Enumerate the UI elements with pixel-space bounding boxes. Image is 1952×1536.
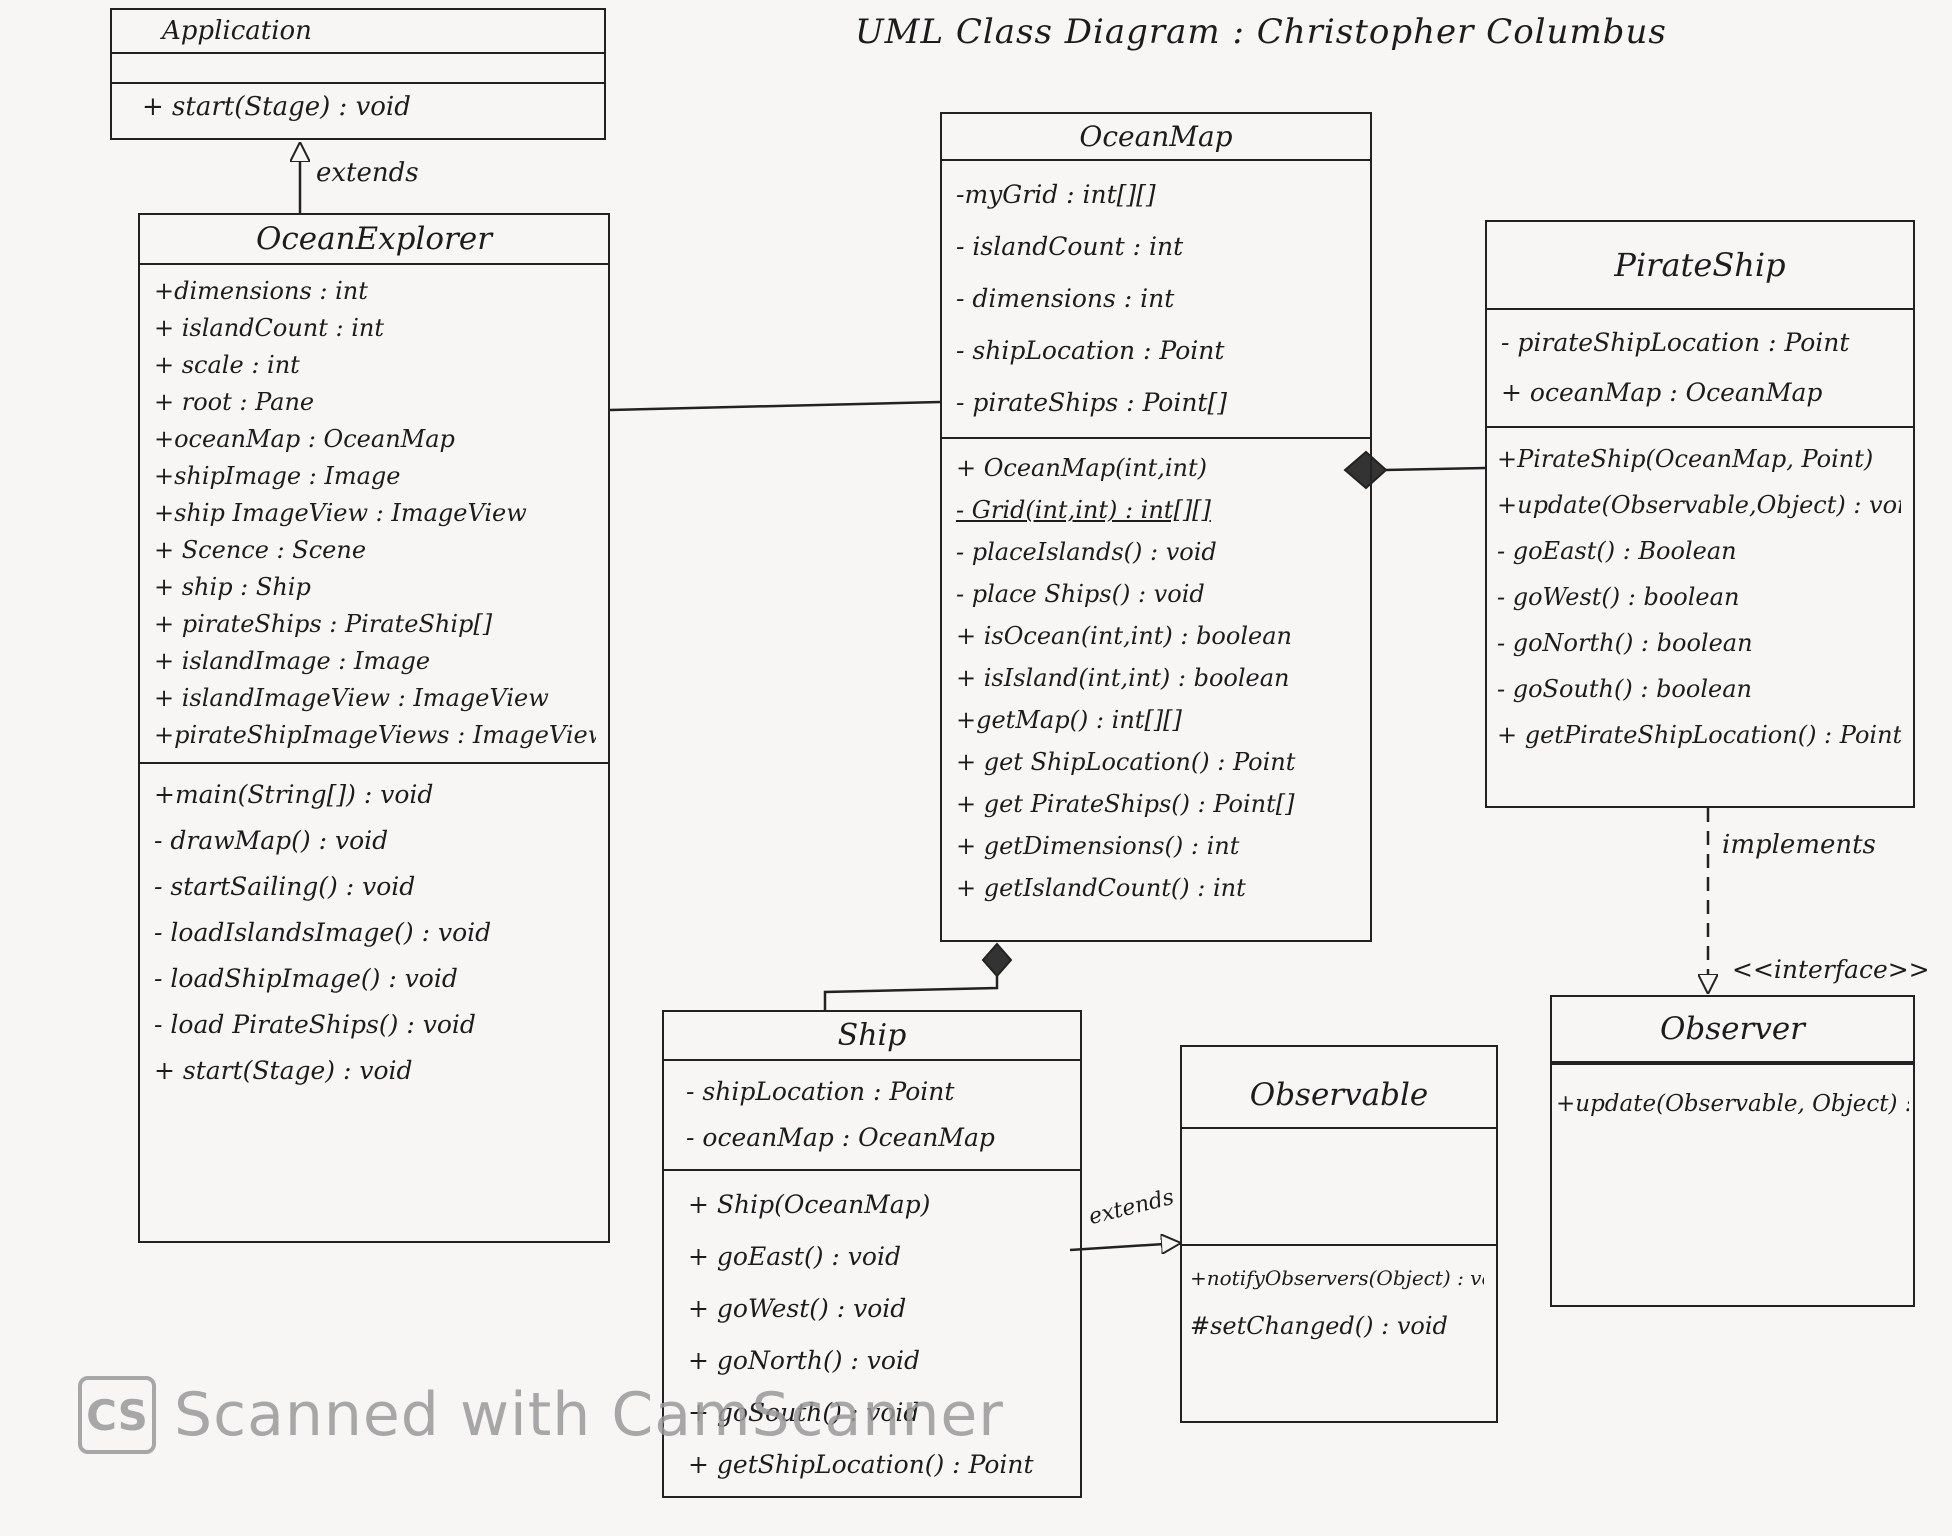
operation-row: +PirateShip(OceanMap, Point): [1497, 445, 1874, 473]
operation-row: + getPirateShipLocation() : Point: [1497, 721, 1901, 749]
composition-diamond-ship: [981, 942, 1013, 978]
operation-row: +update(Observable, Object) : void: [1556, 1091, 1909, 1117]
attribute-row: + islandImageView : ImageView: [154, 684, 549, 712]
camscanner-logo-icon: CS: [78, 1376, 156, 1454]
attribute-row: - oceanMap : OceanMap: [686, 1123, 995, 1152]
operation-row: - goSouth() : boolean: [1497, 675, 1752, 703]
operation-row: - goEast() : Boolean: [1497, 537, 1737, 565]
attribute-row: - shipLocation : Point: [686, 1077, 955, 1106]
diagram-title: UML Class Diagram : Christopher Columbus: [855, 12, 1667, 52]
attribute-row: - pirateShipLocation : Point: [1501, 328, 1850, 357]
extends-label-application: extends: [316, 158, 419, 188]
operation-row: + get PirateShips() : Point[]: [956, 790, 1295, 818]
class-name: Application: [112, 10, 604, 54]
class-name: Observable: [1182, 1047, 1496, 1129]
attribute-row: + oceanMap : OceanMap: [1501, 378, 1823, 407]
attribute-row: - pirateShips : Point[]: [956, 388, 1227, 417]
operation-row: - Grid(int,int) : int[][]: [956, 496, 1211, 524]
attribute-row: - shipLocation : Point: [956, 336, 1225, 365]
class-oceanmap[interactable]: OceanMap -myGrid : int[][] - islandCount…: [940, 112, 1372, 942]
class-pirateship[interactable]: PirateShip - pirateShipLocation : Point …: [1485, 220, 1915, 808]
class-operations: +main(String[]) : void - drawMap() : voi…: [140, 764, 608, 1241]
class-name: OceanExplorer: [140, 215, 608, 265]
attribute-row: + Scence : Scene: [154, 536, 367, 564]
class-attributes: [112, 54, 604, 84]
attribute-row: - islandCount : int: [956, 232, 1184, 261]
operation-row: + isIsland(int,int) : boolean: [956, 664, 1290, 692]
operation-row: + isOcean(int,int) : boolean: [956, 622, 1292, 650]
operation-row: + start(Stage) : void: [142, 92, 411, 122]
operation-row: + Ship(OceanMap): [688, 1190, 931, 1219]
class-operations: + OceanMap(int,int) - Grid(int,int) : in…: [942, 439, 1370, 940]
class-application[interactable]: Application + start(Stage) : void: [110, 8, 606, 140]
operation-row: - startSailing() : void: [154, 872, 416, 901]
operation-row: #setChanged() : void: [1190, 1312, 1448, 1340]
operation-row: + goEast() : void: [688, 1242, 901, 1271]
extends-line-observable: [1069, 1243, 1180, 1250]
class-attributes: -myGrid : int[][] - islandCount : int - …: [942, 161, 1370, 439]
operation-row: +getMap() : int[][]: [956, 706, 1182, 734]
operation-row: + OceanMap(int,int): [956, 454, 1207, 482]
operation-row: + start(Stage) : void: [154, 1056, 413, 1085]
attribute-row: +dimensions : int: [154, 277, 368, 305]
attribute-row: + pirateShips : PirateShip[]: [154, 610, 493, 638]
camscanner-text: Scanned with CamScanner: [174, 1380, 1004, 1450]
operation-row: + goNorth() : void: [688, 1346, 920, 1375]
class-operations: + Ship(OceanMap) + goEast() : void + goW…: [664, 1171, 1080, 1499]
operation-row: + getDimensions() : int: [956, 832, 1240, 860]
operation-row: +update(Observable,Object) : void: [1497, 491, 1901, 519]
class-name: PirateShip: [1487, 222, 1913, 310]
association-line-oceanexplorer-oceanmap: [609, 400, 941, 412]
operation-row: +main(String[]) : void: [154, 780, 434, 809]
operation-row: - drawMap() : void: [154, 826, 389, 855]
operation-row: + getIslandCount() : int: [956, 874, 1246, 902]
attribute-row: + islandImage : Image: [154, 647, 431, 675]
attribute-row: +oceanMap : OceanMap: [154, 425, 455, 453]
attribute-row: + root : Pane: [154, 388, 315, 416]
class-operations: +notifyObservers(Object) : void #setChan…: [1182, 1246, 1496, 1421]
class-name: OceanMap: [942, 114, 1370, 161]
attribute-row: + ship : Ship: [154, 573, 311, 601]
class-ship[interactable]: Ship - shipLocation : Point - oceanMap :…: [662, 1010, 1082, 1498]
operation-row: + goWest() : void: [688, 1294, 907, 1323]
composition-line-ship: [823, 975, 999, 1010]
operation-row: - goWest() : boolean: [1497, 583, 1740, 611]
class-name: Observer: [1552, 997, 1913, 1063]
interface-stereotype: <<interface>>: [1732, 955, 1930, 984]
implements-label: implements: [1722, 830, 1876, 860]
class-attributes: [1182, 1129, 1496, 1246]
attribute-row: + scale : int: [154, 351, 300, 379]
class-operations: + start(Stage) : void: [112, 84, 604, 138]
class-observable[interactable]: Observable +notifyObservers(Object) : vo…: [1180, 1045, 1498, 1423]
class-attributes: +dimensions : int + islandCount : int + …: [140, 265, 608, 764]
attribute-row: + islandCount : int: [154, 314, 385, 342]
operation-row: - load PirateShips() : void: [154, 1010, 476, 1039]
class-attributes: - pirateShipLocation : Point + oceanMap …: [1487, 310, 1913, 428]
attribute-row: - dimensions : int: [956, 284, 1175, 313]
attribute-row: +shipImage : Image: [154, 462, 401, 490]
attribute-row: +ship ImageView : ImageView: [154, 499, 527, 527]
class-name: Ship: [664, 1012, 1080, 1061]
operation-row: - loadIslandsImage() : void: [154, 918, 492, 947]
operation-row: - placeIslands() : void: [956, 538, 1217, 566]
operation-row: - loadShipImage() : void: [154, 964, 458, 993]
operation-row: + get ShipLocation() : Point: [956, 748, 1296, 776]
attribute-row: +pirateShipImageViews : ImageView[]: [154, 721, 596, 749]
class-observer[interactable]: Observer +update(Observable, Object) : v…: [1550, 995, 1915, 1307]
composition-line-pirateship: [1384, 466, 1486, 472]
operation-row: + getShipLocation() : Point: [688, 1450, 1034, 1479]
class-operations: +update(Observable, Object) : void: [1552, 1065, 1913, 1305]
camscanner-watermark: CS Scanned with CamScanner: [78, 1376, 1004, 1454]
attribute-row: -myGrid : int[][]: [956, 180, 1156, 209]
operation-row: - goNorth() : boolean: [1497, 629, 1753, 657]
operation-row: - place Ships() : void: [956, 580, 1205, 608]
operation-row: +notifyObservers(Object) : void: [1190, 1266, 1484, 1290]
class-operations: +PirateShip(OceanMap, Point) +update(Obs…: [1487, 428, 1913, 806]
class-attributes: [1552, 1063, 1913, 1065]
class-oceanexplorer[interactable]: OceanExplorer +dimensions : int + island…: [138, 213, 610, 1243]
class-attributes: - shipLocation : Point - oceanMap : Ocea…: [664, 1061, 1080, 1171]
composition-diamond-pirateship: [1343, 450, 1388, 490]
operation-row: + goSouth() : void: [688, 1398, 920, 1427]
